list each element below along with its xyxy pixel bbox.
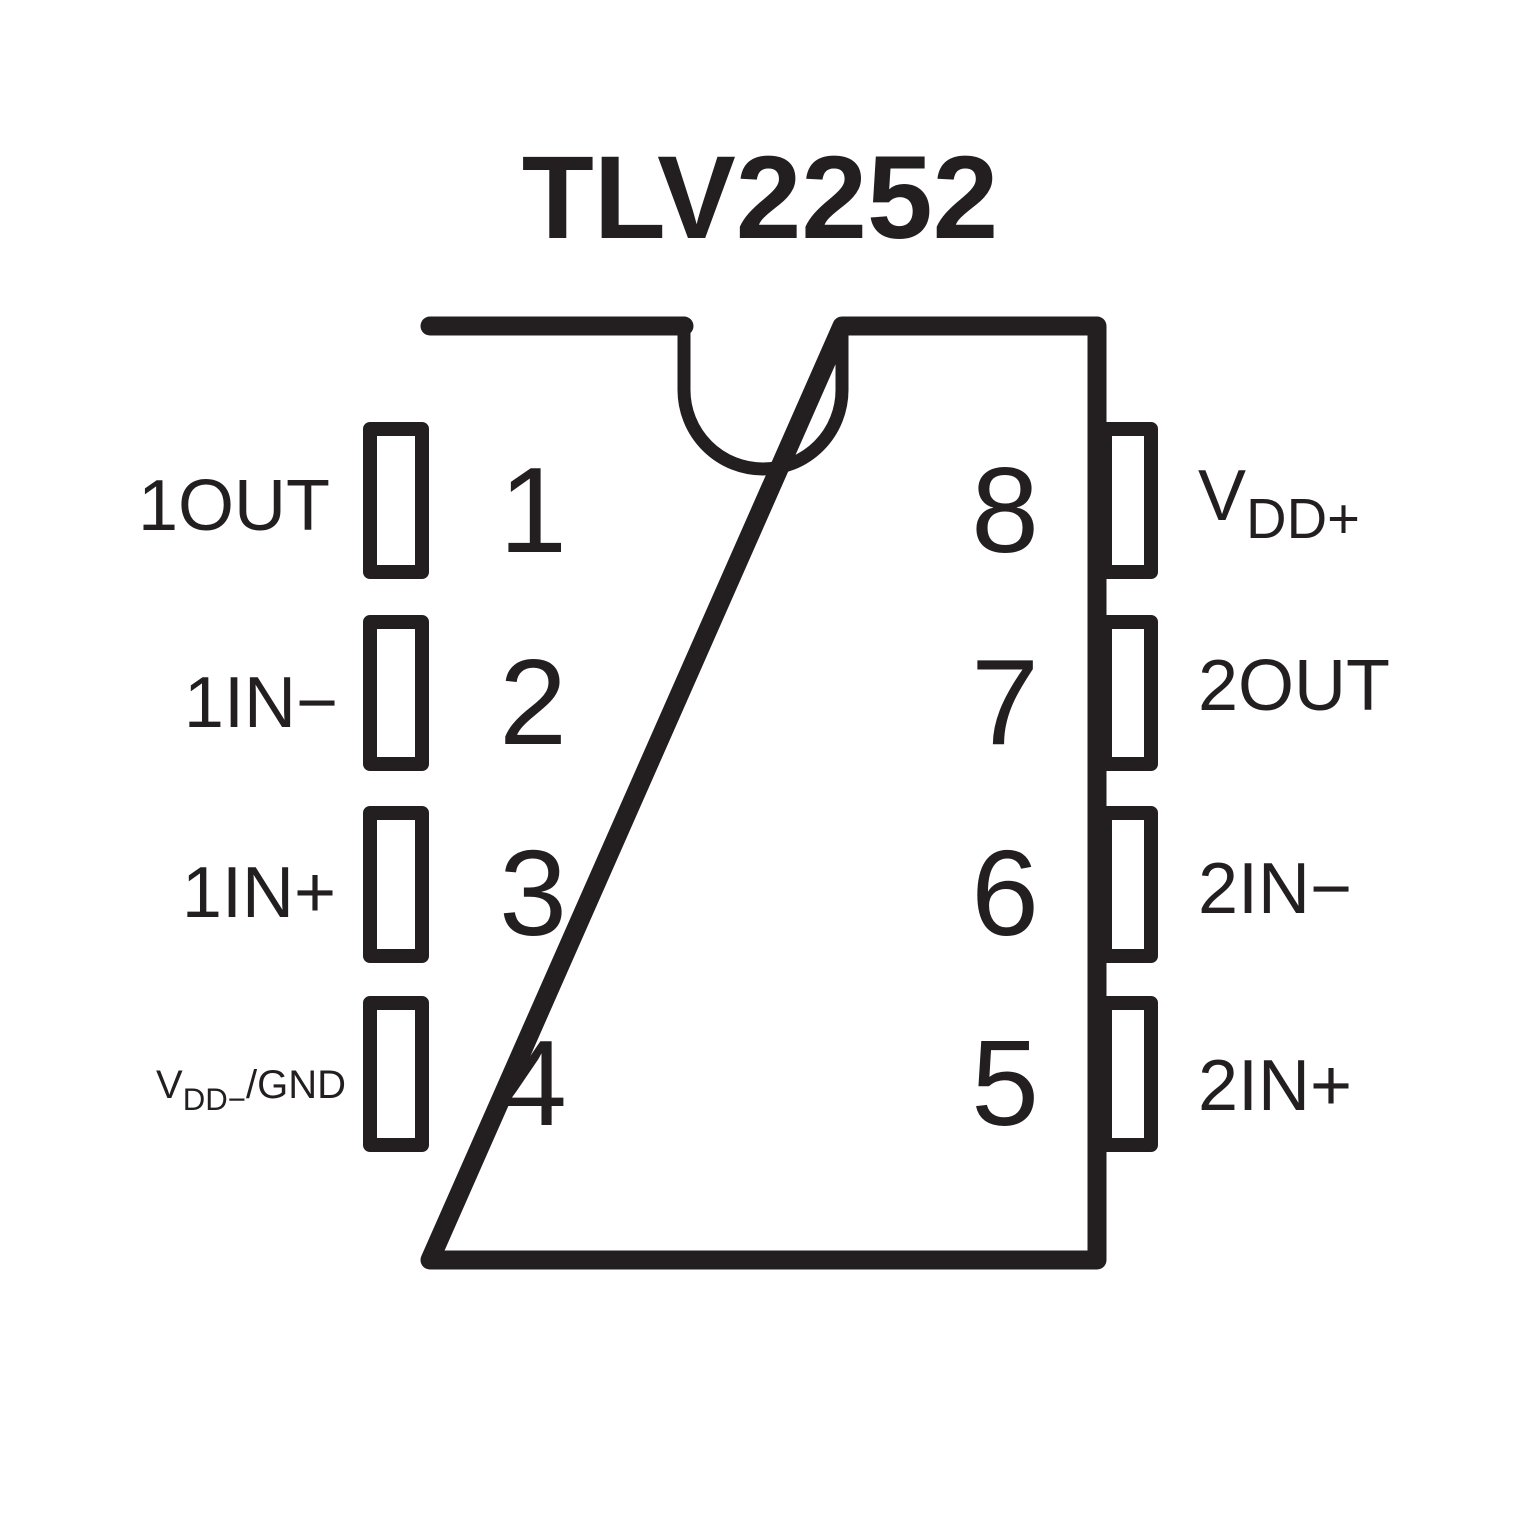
pin-8 (1098, 422, 1158, 579)
pin-number-1: 1 (499, 442, 567, 578)
pin-label-3: 1IN+ (182, 853, 336, 933)
pin-label-1: 1OUT (138, 466, 330, 546)
orientation-notch (677, 323, 849, 476)
pin-3 (363, 806, 429, 963)
pin-5 (1098, 996, 1158, 1152)
pin-label-4-sub: DD− (183, 1082, 246, 1117)
pin-label-6: 2IN− (1198, 849, 1352, 929)
pin-label-8-main: V (1198, 456, 1246, 536)
pin-label-7: 2OUT (1198, 646, 1390, 726)
chip-title: TLV2252 (522, 132, 999, 264)
pin-label-8: VDD+ (1198, 456, 1360, 550)
pin-number-7: 7 (971, 634, 1039, 770)
pin-2 (363, 615, 429, 771)
pin-number-8: 8 (971, 442, 1039, 578)
pin-label-2: 1IN− (184, 663, 338, 743)
pin-label-4-tail: /GND (246, 1063, 346, 1107)
pin-7 (1098, 615, 1158, 771)
chip-body (420, 316, 1107, 1270)
pin-4 (363, 996, 429, 1152)
pin-number-3: 3 (499, 825, 567, 961)
pin-label-4: VDD−/GND (156, 1063, 346, 1117)
left-pins (363, 422, 429, 1152)
pin-number-4: 4 (499, 1015, 567, 1151)
pin-number-6: 6 (971, 825, 1039, 961)
pin-number-2: 2 (499, 634, 567, 770)
pin-label-8-sub: DD+ (1246, 487, 1360, 550)
right-pins (1098, 422, 1158, 1152)
pin-label-5: 2IN+ (1198, 1046, 1352, 1126)
pin-6 (1098, 806, 1158, 963)
pin-label-4-main: V (156, 1063, 183, 1107)
pin-1 (363, 422, 429, 579)
pin-number-5: 5 (971, 1015, 1039, 1151)
